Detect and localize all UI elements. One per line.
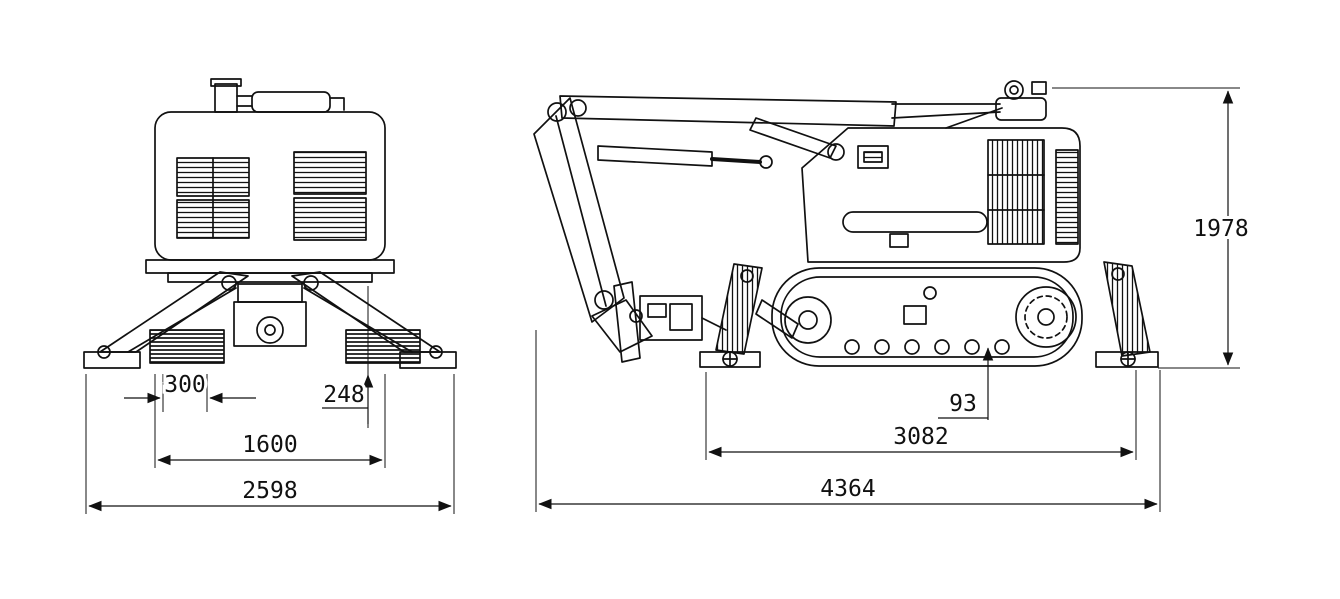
chassis-plate-front <box>145 259 395 347</box>
side-view <box>533 80 1159 368</box>
dimension-label-4364: 4364 <box>820 476 875 502</box>
dimension-93: 93 <box>938 347 994 420</box>
boom-arm <box>533 95 1003 323</box>
dimension-248: 248 <box>320 286 374 428</box>
dimension-label-1978: 1978 <box>1193 216 1248 242</box>
track-assembly-side <box>771 267 1083 367</box>
dimension-2598: 2598 <box>85 374 455 514</box>
body-side <box>801 127 1081 263</box>
dimension-1978: 1978 <box>1052 87 1252 369</box>
tracks-front <box>149 329 421 364</box>
dimension-label-248: 248 <box>323 382 365 408</box>
right-outrigger-front <box>291 271 457 369</box>
dimension-label-3082: 3082 <box>893 424 948 450</box>
left-outrigger-front <box>83 271 249 369</box>
dimension-label-1600: 1600 <box>242 432 297 458</box>
dimension-1600: 1600 <box>154 374 386 468</box>
dimension-3082: 3082 <box>705 370 1137 460</box>
engine-housing-front <box>154 111 386 261</box>
dimension-4364: 4364 <box>535 330 1161 512</box>
side-view-dimensions: 93 3082 4364 1978 <box>535 87 1252 512</box>
dimension-label-93: 93 <box>949 391 977 417</box>
tool-attachment <box>591 281 727 363</box>
dimension-label-300: 300 <box>164 372 206 398</box>
dimension-300: 300 <box>124 369 256 412</box>
front-view <box>83 78 457 369</box>
rear-outrigger-side <box>1095 261 1159 368</box>
exhaust-assembly <box>210 78 345 113</box>
dimension-label-2598: 2598 <box>242 478 297 504</box>
front-view-dimensions: 300 248 1600 2598 <box>85 286 455 514</box>
front-outrigger-side <box>699 263 799 368</box>
beacon-assembly <box>995 80 1047 121</box>
